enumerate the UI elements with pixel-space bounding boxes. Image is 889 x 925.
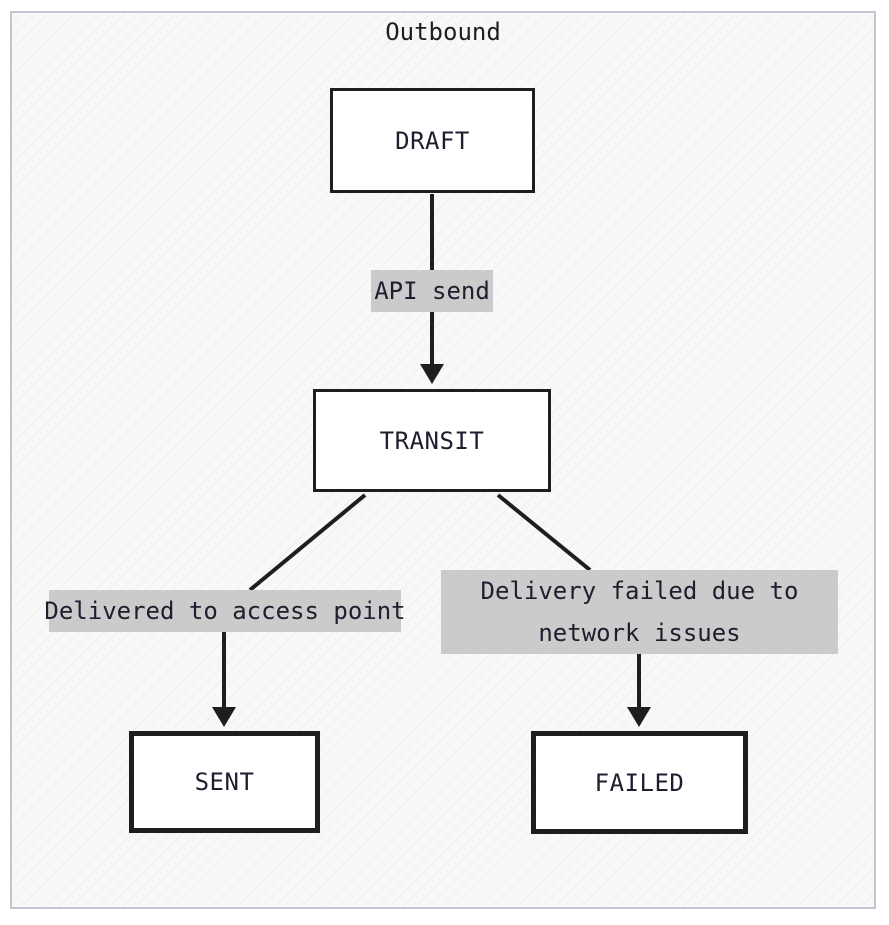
- edge-label-delivery-failed: Delivery failed due to network issues: [441, 570, 838, 654]
- node-transit-label: TRANSIT: [379, 426, 485, 455]
- arrowhead-to-failed: [627, 707, 651, 727]
- node-draft-label: DRAFT: [395, 126, 470, 155]
- node-draft[interactable]: DRAFT: [330, 88, 535, 193]
- edge-label-delivery-failed-line2: network issues: [538, 619, 741, 647]
- node-sent-label: SENT: [194, 768, 255, 796]
- edge-transit-sent-diagonal: [248, 493, 367, 592]
- node-sent[interactable]: SENT: [129, 731, 320, 833]
- node-transit[interactable]: TRANSIT: [313, 389, 551, 492]
- edge-label-delivery-failed-line1: Delivery failed due to: [480, 577, 799, 605]
- arrowhead-to-transit: [420, 364, 444, 384]
- edge-label-api-send: API send: [371, 270, 493, 312]
- arrowhead-to-sent: [212, 707, 236, 727]
- edge-label-api-send-text: API send: [374, 277, 490, 305]
- edge-label-delivered: Delivered to access point: [44, 590, 406, 632]
- node-failed-label: FAILED: [594, 768, 685, 797]
- node-failed[interactable]: FAILED: [531, 731, 748, 834]
- container-title: Outbound: [385, 18, 501, 46]
- edge-transit-failed-diagonal: [496, 493, 592, 572]
- edge-label-delivered-text: Delivered to access point: [44, 597, 406, 625]
